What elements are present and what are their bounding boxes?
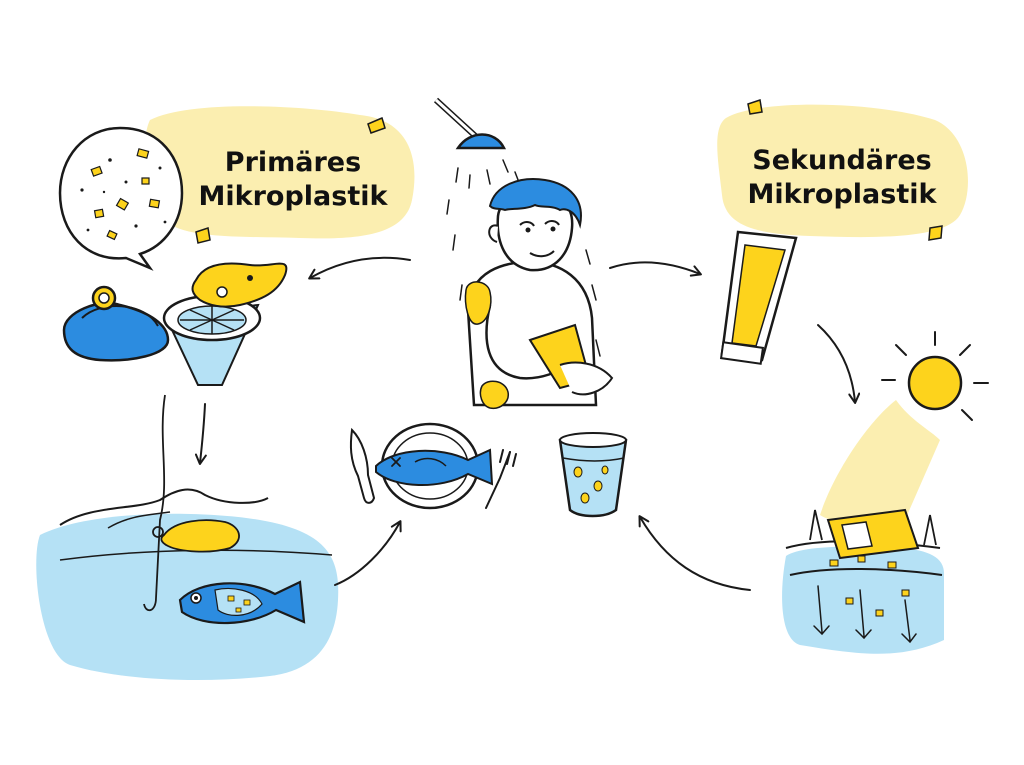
sink-plug-icon — [62, 285, 170, 362]
secondary-label-line2: Mikroplastik — [747, 179, 937, 210]
drain-strainer-icon — [162, 262, 288, 386]
cream-tube-icon — [719, 230, 798, 365]
primary-label-background — [144, 106, 415, 239]
primary-label-line1: Primäres — [224, 147, 362, 178]
beach-sand-icon — [782, 508, 945, 654]
confetti-icon — [195, 99, 943, 244]
arrow-primary-to-ocean — [194, 403, 207, 465]
secondary-label-line1: Sekundäres — [752, 145, 932, 176]
plate-fish-icon — [375, 422, 494, 510]
primary-label-line2: Mikroplastik — [198, 181, 388, 212]
primary-microplastic-label: Primäres Mikroplastik — [178, 146, 408, 214]
arrow-shower-to-primary — [308, 256, 411, 280]
fishing-hook-icon — [143, 394, 166, 612]
arrow-shower-to-secondary — [609, 261, 702, 277]
fork-icon — [485, 449, 517, 509]
shower-head-icon — [433, 97, 601, 357]
arrow-beach-to-glass — [638, 515, 751, 591]
arrow-ocean-to-plate — [334, 520, 402, 586]
sun-icon — [820, 331, 989, 526]
fish-icon — [178, 580, 306, 625]
showering-man-icon — [464, 178, 614, 410]
water-glass-icon — [558, 432, 628, 518]
knife-icon — [349, 427, 376, 504]
microplastic-bubble-icon — [58, 126, 184, 271]
flow-arrows — [194, 256, 861, 591]
secondary-microplastic-label: Sekundäres Mikroplastik — [722, 144, 962, 212]
arrow-secondary-to-beach — [817, 324, 861, 404]
secondary-label-background — [717, 104, 968, 238]
